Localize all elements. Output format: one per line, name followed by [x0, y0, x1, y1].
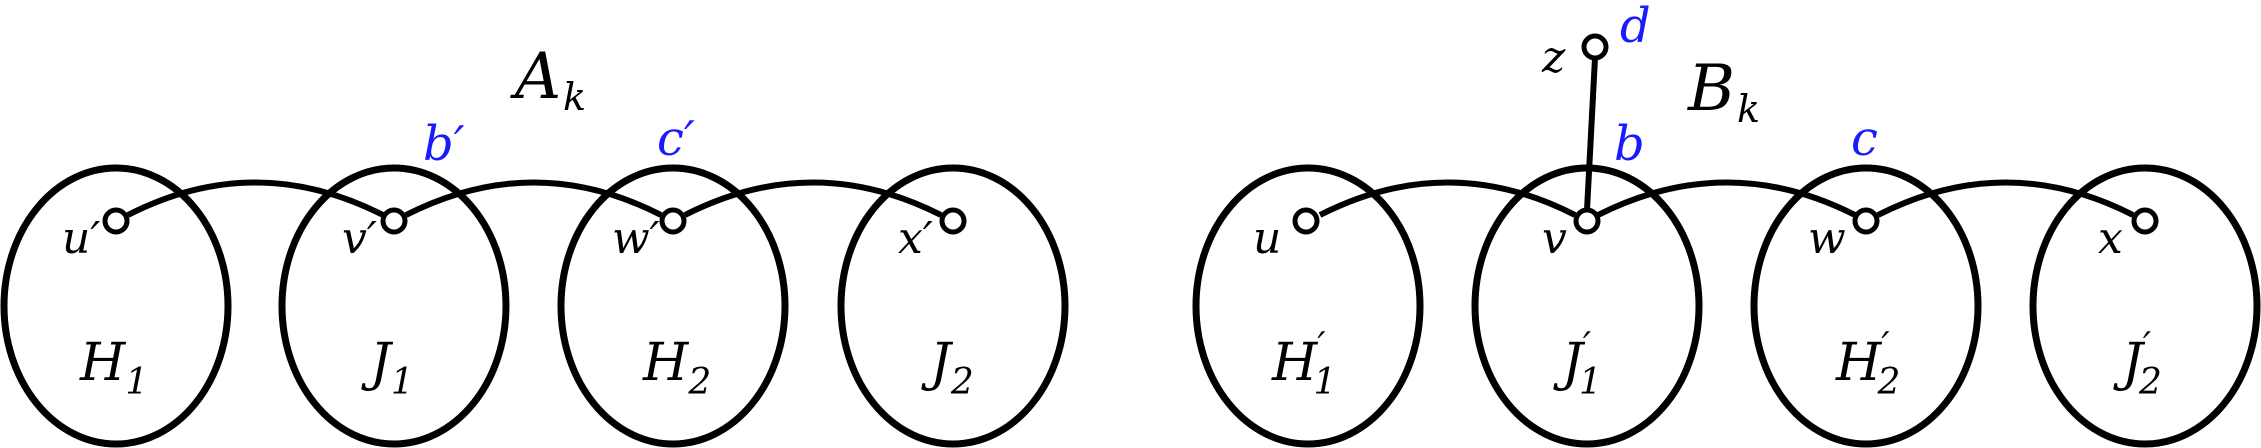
label-v-prime: v′	[342, 213, 377, 264]
set-label-J2-prime: J′2	[2113, 326, 2162, 403]
title-A-sub: k	[563, 75, 586, 119]
set-J2-prime	[2029, 164, 2261, 448]
node-u-prime	[102, 207, 130, 235]
label-c: c	[1851, 111, 1878, 167]
label-b: b	[1614, 116, 1645, 172]
edge-d	[1584, 57, 1598, 211]
edge-b-prime	[126, 179, 385, 218]
title-B-sub: k	[1737, 87, 1760, 131]
set-J1	[278, 164, 510, 448]
set-label-H1-prime: H′1	[1271, 326, 1336, 403]
label-x-prime: x′	[898, 213, 933, 264]
label-z: z	[1541, 32, 1566, 83]
set-H1-prime	[1192, 164, 1424, 448]
node-w	[1852, 207, 1880, 235]
label-d: d	[1620, 0, 1651, 54]
set-label-H1: H1	[79, 333, 148, 403]
label-c-prime: c′	[657, 111, 695, 167]
title-A: A	[510, 40, 561, 114]
label-b-prime: b′	[423, 116, 465, 172]
set-label-J1: J1	[361, 333, 414, 403]
label-v: v	[1542, 213, 1567, 264]
set-label-J2: J2	[921, 333, 974, 403]
edge-c-prime	[404, 179, 663, 218]
set-label-H2: H2	[642, 333, 711, 403]
node-w-prime	[659, 207, 687, 235]
node-v-prime	[380, 207, 408, 235]
set-H2	[557, 164, 789, 448]
label-w-prime: w′	[612, 213, 660, 264]
node-z	[1581, 33, 1609, 61]
node-u	[1292, 207, 1320, 235]
edge-right-1	[1318, 179, 1577, 218]
edge-left-3	[683, 179, 943, 218]
label-u-prime: u′	[62, 213, 100, 264]
set-label-H2-prime: H′2	[1835, 326, 1900, 403]
label-w: w	[1808, 213, 1846, 264]
set-H2-prime	[1750, 164, 1982, 448]
title-B: B	[1687, 52, 1735, 126]
node-x-prime	[939, 207, 967, 235]
set-H1	[0, 164, 232, 448]
set-J2	[837, 164, 1069, 448]
node-x	[2131, 207, 2159, 235]
node-v	[1573, 207, 1601, 235]
edge-c	[1596, 179, 1857, 218]
label-x: x	[2098, 213, 2123, 264]
set-label-J1-prime: J′1	[1553, 326, 1602, 403]
label-u: u	[1253, 213, 1281, 264]
edge-right-3	[1876, 179, 2135, 218]
